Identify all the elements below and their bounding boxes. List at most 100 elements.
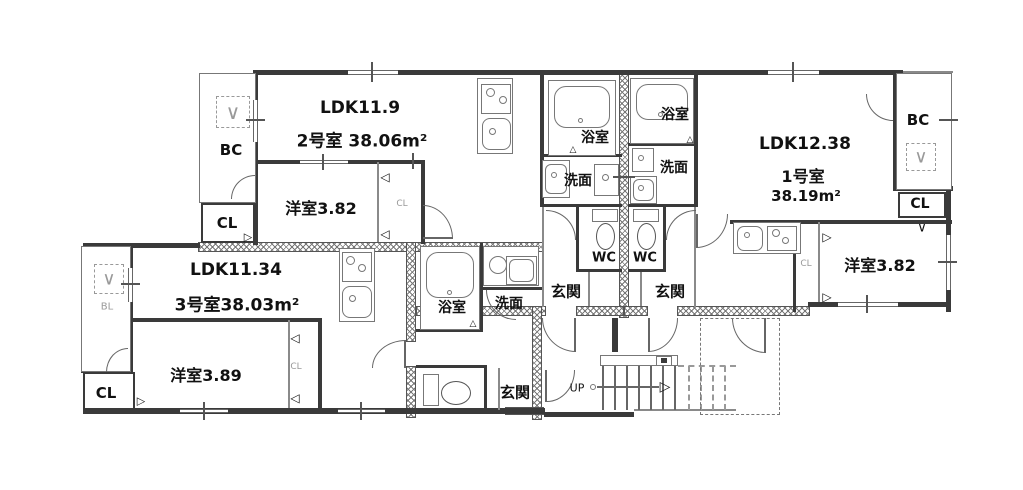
stair-tread: [614, 366, 616, 410]
wall: [576, 204, 579, 272]
stair-tread-dashed: [688, 366, 690, 410]
unit3-ldk-label: LDK11.34: [190, 260, 282, 280]
wall: [130, 318, 322, 322]
unit2-wc-label: WC: [592, 250, 616, 266]
fold-door-icon: △: [469, 319, 477, 329]
balcony-symbol: [94, 264, 124, 294]
unit1-bedroom-label: 洋室3.82: [844, 256, 916, 275]
grid-tick: [360, 402, 362, 420]
burner-icon: [346, 256, 355, 265]
entry-step-line: [498, 368, 500, 410]
bifold-door-icon: ▷: [822, 230, 832, 244]
stair-tread: [638, 366, 640, 410]
wall: [83, 408, 545, 414]
drain-icon: [578, 118, 583, 123]
wall: [416, 329, 483, 332]
burner-icon: [486, 88, 495, 97]
unit1-closet-label: CL: [910, 196, 930, 212]
unit3-closet-inner-label: CL: [290, 362, 302, 372]
wall: [793, 222, 796, 312]
drain-icon: [638, 155, 644, 161]
door-leaf: [764, 318, 766, 353]
window: [128, 268, 133, 302]
unit1-closet-inner-label: CL: [800, 259, 812, 269]
grid-tick: [246, 119, 265, 121]
drain-icon: [658, 112, 663, 117]
washer-pan-inner: [545, 164, 567, 194]
wall: [416, 365, 487, 368]
meter-box-inner: [661, 358, 667, 363]
wall: [634, 409, 736, 411]
door-swing: [696, 214, 728, 248]
burner-icon: [499, 96, 507, 104]
fold-door-icon: △: [686, 135, 694, 145]
grid-tick: [371, 62, 373, 82]
wall: [903, 71, 953, 73]
grid-tick: [866, 295, 868, 313]
unit3-name-area-label: 3号室38.03m²: [174, 295, 300, 316]
door-swing: [648, 318, 678, 352]
unit1-bath-label: 浴室: [661, 107, 689, 123]
wall: [83, 243, 200, 248]
drain-icon: [744, 232, 750, 238]
wall: [542, 207, 544, 307]
grid-tick: [938, 261, 957, 263]
door-swing: [372, 340, 406, 368]
bifold-door-icon: ▷: [243, 230, 253, 244]
door-swing: [546, 210, 576, 240]
wall: [540, 75, 544, 207]
stairs-up-label: UP: [569, 381, 585, 395]
unit3-closet-label: CL: [95, 384, 117, 402]
stair-tread: [650, 366, 652, 410]
bifold-door-icon: ◁: [380, 170, 390, 184]
stair-arrow-line: [597, 386, 659, 388]
kitchen-sink: [342, 286, 372, 318]
wall: [480, 287, 542, 290]
window: [348, 70, 398, 75]
door-leaf: [545, 370, 547, 402]
structural-wall: [406, 366, 416, 418]
stair-tread-dashed: [712, 366, 714, 410]
kitchen-sink: [482, 118, 511, 150]
closet-unit2: [201, 203, 255, 243]
door-swing: [866, 94, 893, 121]
round-basin: [489, 256, 507, 274]
fold-door-icon: △: [569, 145, 577, 155]
grid-tick: [613, 176, 635, 178]
wall: [484, 365, 487, 412]
toilet-tank: [633, 209, 659, 222]
balcony-hose-icon: ∨: [914, 146, 928, 168]
unit2-bedroom-label: 洋室3.82: [285, 199, 357, 218]
washer-pan-inner: [633, 179, 654, 201]
unit2-balcony-label: BC: [219, 141, 243, 159]
bifold-door-icon: ◁: [380, 227, 390, 241]
grid-tick: [792, 62, 794, 82]
stair-arrow-head-icon: ▷: [659, 379, 671, 395]
structural-wall: [406, 242, 416, 342]
closet-unit3: [83, 372, 135, 410]
bifold-door-icon: ▷: [136, 394, 146, 408]
stair-tread: [674, 366, 676, 410]
stair-tread: [626, 366, 628, 410]
wall: [421, 160, 425, 244]
drain-icon: [602, 174, 609, 181]
wall: [818, 222, 820, 304]
balcony-symbol: [906, 143, 936, 171]
unit2-name-area-label: 2号室 38.06m²: [296, 131, 428, 152]
structural-wall: [576, 306, 624, 316]
wall: [628, 143, 698, 146]
window: [253, 100, 258, 142]
toilet-tank: [592, 209, 618, 222]
burner-icon: [782, 237, 789, 244]
burner-icon: [772, 229, 780, 237]
stair-tread-dashed: [724, 366, 726, 410]
wall: [544, 412, 634, 417]
structural-wall: [532, 306, 542, 420]
unit1-balcony-label: BC: [906, 111, 930, 129]
closet-unit1: [898, 192, 946, 218]
door-swing: [423, 205, 453, 239]
window: [300, 160, 348, 164]
wall: [288, 320, 290, 408]
toilet-bowl: [596, 223, 615, 250]
